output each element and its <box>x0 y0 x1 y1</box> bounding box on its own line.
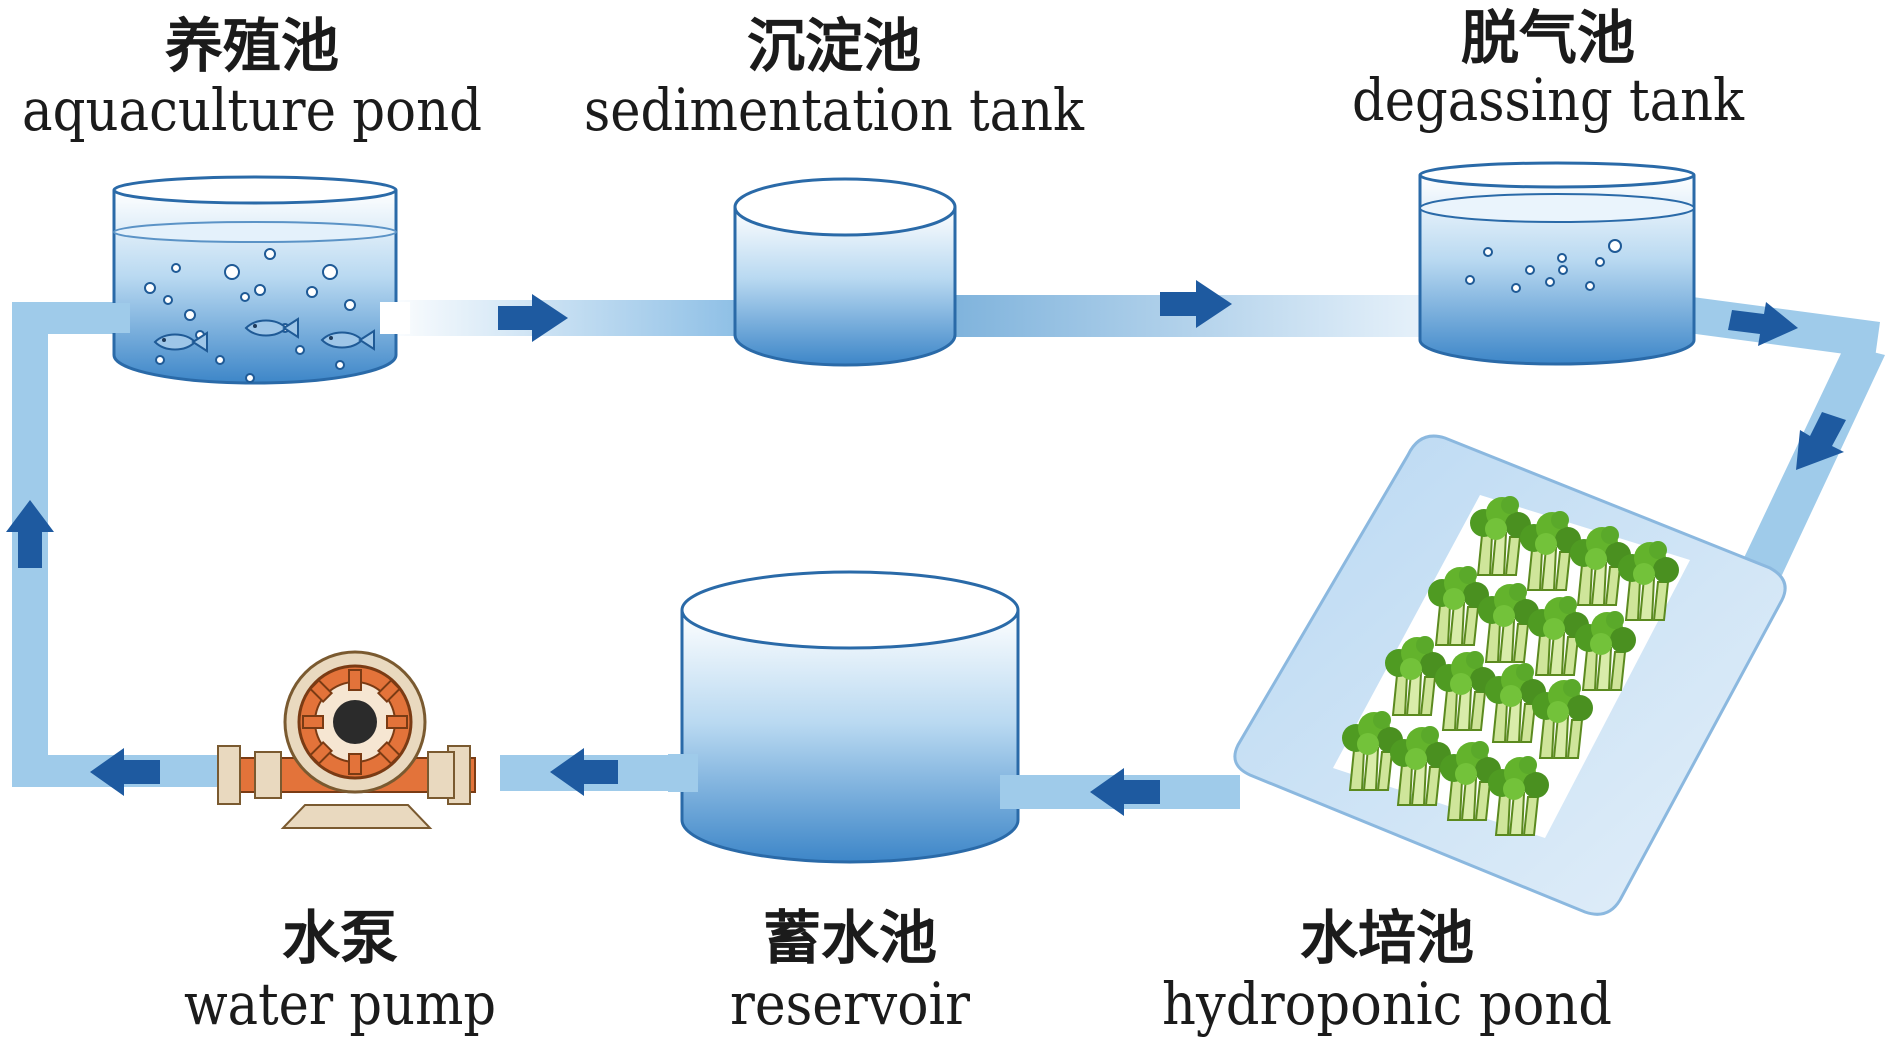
label-reservoir-cn: 蓄水池 <box>763 904 937 972</box>
label-hydroponic-pond-cn: 水培池 <box>1300 904 1474 972</box>
arrow-degas-to-corner <box>1728 302 1798 346</box>
arrow-aqua-to-sed <box>498 294 568 342</box>
degassing-tank-cylinder <box>1418 161 1696 366</box>
label-hydroponic-pond-en: hydroponic pond <box>1162 970 1612 1038</box>
arrow-left-up <box>6 500 54 568</box>
arrow-res-to-pump <box>550 748 618 796</box>
hydroponic-pond-tray <box>1233 434 1787 916</box>
bubbles <box>144 248 356 383</box>
flow-arrows <box>6 280 1846 816</box>
label-reservoir-en: reservoir <box>730 970 970 1038</box>
reservoir-cylinder <box>668 570 1030 864</box>
label-aquaculture-pond-cn: 养殖池 <box>165 12 339 80</box>
label-degassing-tank-cn: 脱气池 <box>1461 4 1635 72</box>
label-water-pump-cn: 水泵 <box>282 904 398 972</box>
label-aquaculture-pond-en: aquaculture pond <box>22 76 482 144</box>
node-labels: 养殖池 aquaculture pond 沉淀池 sedimentation t… <box>22 4 1745 1038</box>
arrow-hydro-to-res <box>1090 768 1160 816</box>
aquaculture-pond-tank <box>100 175 410 385</box>
label-sedimentation-tank-en: sedimentation tank <box>584 76 1085 144</box>
water-pump-machine <box>217 650 476 829</box>
label-water-pump-en: water pump <box>184 970 496 1038</box>
label-sedimentation-tank-cn: 沉淀池 <box>747 12 921 80</box>
bubbles <box>1465 239 1622 293</box>
arrow-pump-to-left <box>90 748 160 796</box>
sedimentation-tank-cylinder <box>733 177 957 367</box>
arrow-sed-to-degas <box>1160 280 1232 328</box>
arrow-corner-to-hydro <box>1796 412 1846 470</box>
label-degassing-tank-en: degassing tank <box>1352 66 1745 134</box>
